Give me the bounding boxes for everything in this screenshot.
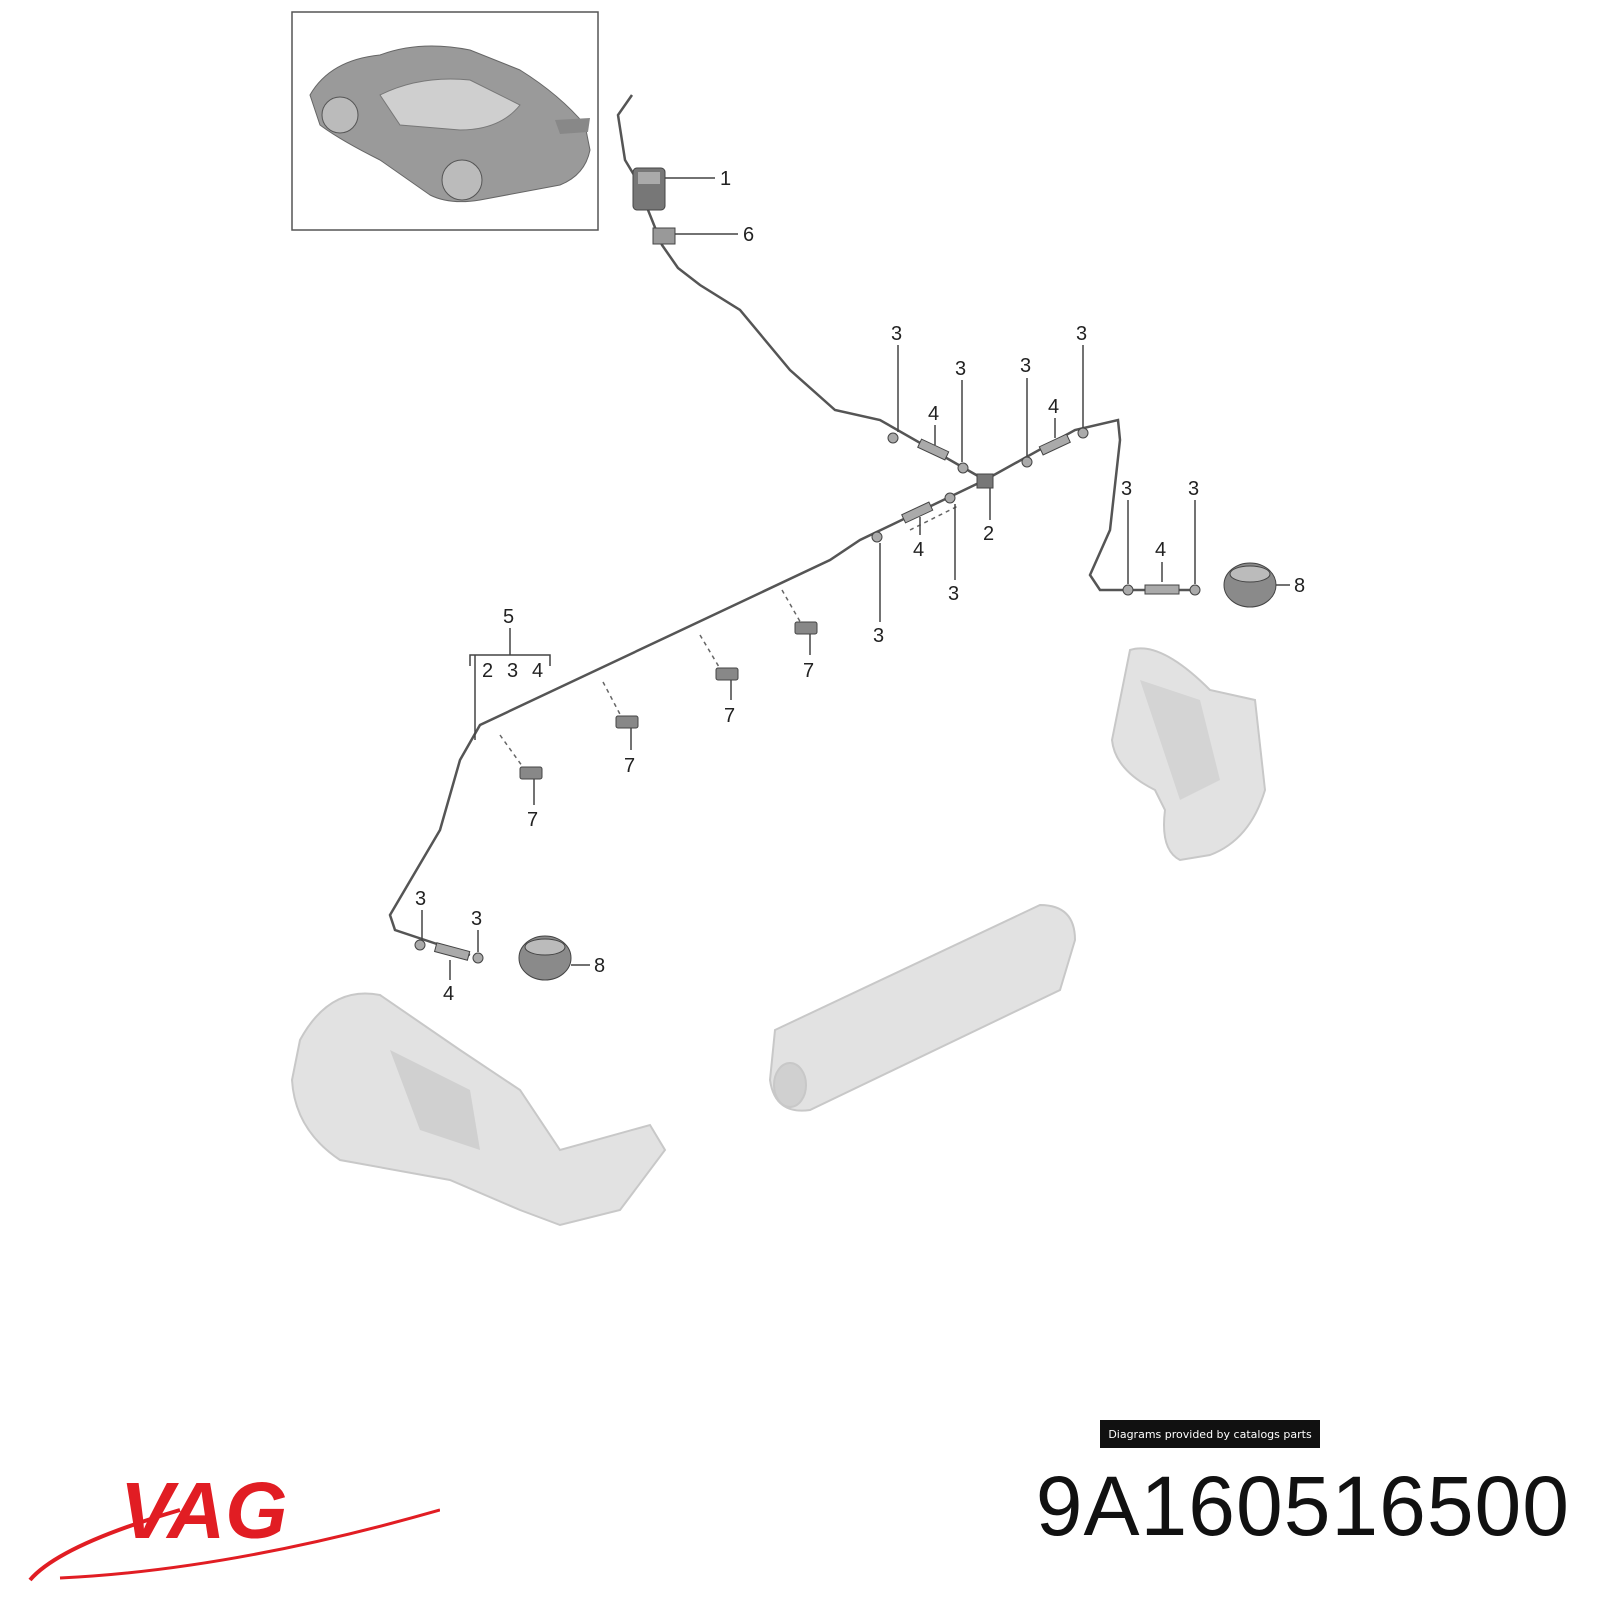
- callout-3: 3: [1121, 478, 1132, 500]
- source-banner: Diagrams provided by catalogs parts: [1100, 1420, 1320, 1448]
- callout-5-sub-4: 4: [532, 660, 543, 682]
- callout-3: 3: [955, 358, 966, 380]
- callout-3: 3: [1020, 355, 1031, 377]
- callout-3: 3: [415, 888, 426, 910]
- callout-4: 4: [1048, 396, 1059, 418]
- part-number: 9A160516500: [1035, 1459, 1570, 1553]
- callout-6: 6: [743, 224, 754, 246]
- callout-3: 3: [873, 625, 884, 647]
- callout-5: 5: [503, 606, 514, 628]
- ghost-center-silencer: [768, 903, 1077, 1112]
- callout-8: 8: [594, 955, 605, 977]
- callout-3: 3: [948, 583, 959, 605]
- connectors: [414, 427, 1201, 964]
- callout-leaders: [421, 177, 1290, 980]
- vehicle-inset: [291, 11, 599, 231]
- fitting-6: [652, 227, 676, 245]
- clips-7: [519, 621, 818, 780]
- callout-7: 7: [527, 809, 538, 831]
- callout-7: 7: [724, 705, 735, 727]
- callout-4: 4: [1155, 539, 1166, 561]
- callout-5-sub-3: 3: [507, 660, 518, 682]
- ghost-muffler-right: [1110, 647, 1267, 862]
- clip-leaders: [499, 504, 961, 771]
- callout-8: 8: [1294, 575, 1305, 597]
- ghost-muffler-left: [290, 992, 667, 1227]
- callout-3: 3: [471, 908, 482, 930]
- callout-5-sub-2: 2: [482, 660, 493, 682]
- callout-4: 4: [913, 539, 924, 561]
- callout-7: 7: [624, 755, 635, 777]
- callout-labels: 1 6 3 3 3 3 4 4 2 3 3 4 3 3 4 8 5 2 3 4 …: [415, 168, 1305, 1005]
- brand-name: VAG: [120, 1466, 287, 1555]
- callout-4: 4: [443, 983, 454, 1005]
- callout-2: 2: [983, 523, 994, 545]
- actuators-8: [518, 562, 1277, 981]
- valve-1: [632, 167, 666, 211]
- callout-3: 3: [891, 323, 902, 345]
- callout-4: 4: [928, 403, 939, 425]
- callout-3: 3: [1076, 323, 1087, 345]
- callout-7: 7: [803, 660, 814, 682]
- vag-logo: VAG: [28, 1466, 440, 1582]
- callout-1: 1: [720, 168, 731, 190]
- callout-3: 3: [1188, 478, 1199, 500]
